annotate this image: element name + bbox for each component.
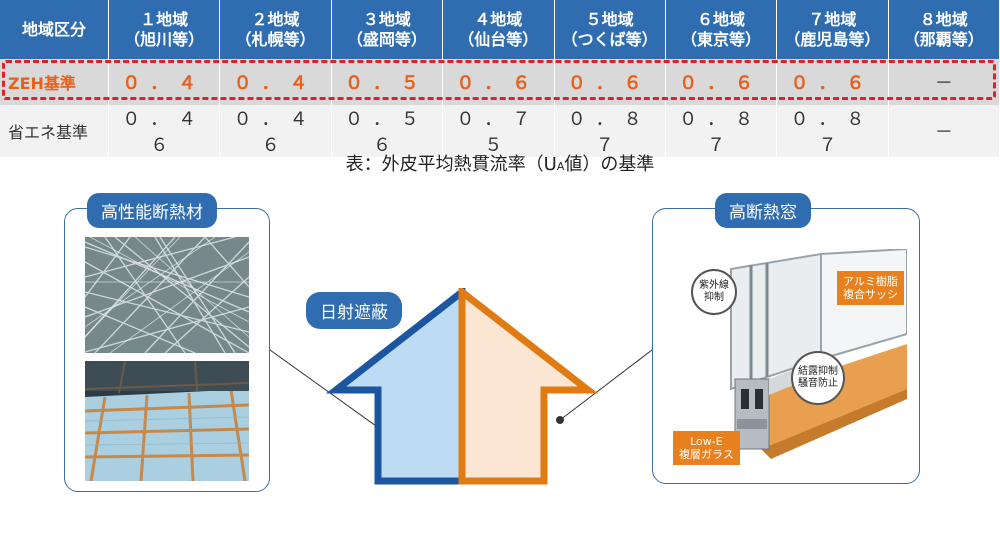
house-diagram [325, 288, 599, 485]
energy-saving-standard-row: 省エネ基準 ０．４６ ０．４６ ０．５６ ０．７５ ０．８７ ０．８７ ０．８７… [0, 105, 1000, 157]
table-cell: ０．８７ [665, 105, 778, 157]
region-header-6: ６地域（東京等） [665, 0, 778, 59]
region-header-7: ７地域（鹿児島等） [776, 0, 889, 59]
table-cell: － [888, 105, 1000, 157]
board-texture [85, 361, 249, 481]
table-cell: ０．８７ [776, 105, 889, 157]
region-header-3: ３地域（盛岡等） [331, 0, 444, 59]
uv-suppression-callout: 紫外線 抑制 [691, 269, 737, 315]
insulation-board-image [85, 361, 249, 481]
region-header-2: ２地域（札幌等） [219, 0, 332, 59]
insulation-label: 高性能断熱材 [87, 193, 217, 228]
region-header-5: ５地域（つくば等） [554, 0, 666, 59]
table-cell: ０．８７ [554, 105, 666, 157]
window-connector-dot [556, 416, 564, 424]
fiber-texture [85, 237, 249, 353]
table-cell: ０．５６ [331, 105, 444, 157]
low-e-glass-label: Low-E 複層ガラス [673, 431, 740, 465]
solar-shading-label: 日射遮蔽 [306, 292, 402, 329]
region-header-4: ４地域（仙台等） [442, 0, 555, 59]
table-cell: ０．７５ [442, 105, 555, 157]
table-cell: ０．４６ [219, 105, 332, 157]
row-label: 省エネ基準 [0, 105, 109, 157]
region-header-8: ８地域（那覇等） [888, 0, 1000, 59]
region-header-label: 地域区分 [0, 0, 109, 59]
insulation-panel: 高性能断熱材 [64, 193, 270, 492]
aluminum-frame [734, 378, 770, 450]
condensation-callout: 結露抑制 騒音防止 [791, 351, 845, 405]
window-panel: 高断熱窓 紫外線 抑制 結露抑制 騒音防止 アルミ樹脂 複合サッシ Low-E … [652, 193, 920, 484]
table-caption: 表：外皮平均熱貫流率（UA値）の基準 [345, 154, 655, 175]
table-header-row: 地域区分 １地域（旭川等） ２地域（札幌等） ３地域（盛岡等） ４地域（仙台等）… [0, 0, 1000, 59]
table-cell: ０．４６ [108, 105, 221, 157]
window-connector [559, 349, 653, 421]
fiber-insulation-image [85, 237, 249, 353]
region-header-1: １地域（旭川等） [108, 0, 221, 59]
house-right-half [458, 288, 599, 485]
aluminum-resin-sash-label: アルミ樹脂 複合サッシ [837, 271, 904, 305]
window-label: 高断熱窓 [715, 193, 811, 228]
